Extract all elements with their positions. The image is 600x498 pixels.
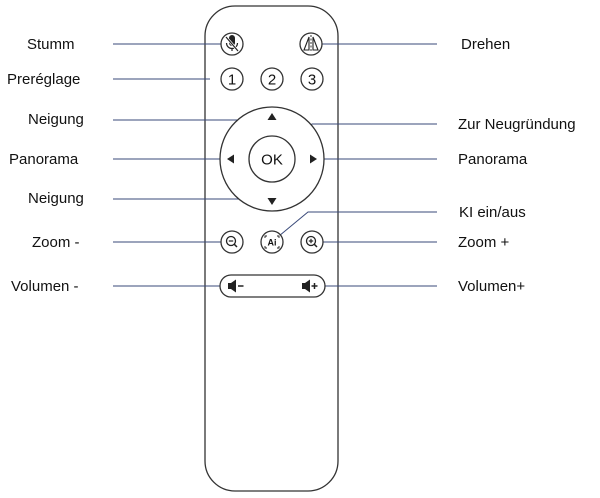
zoom-in-icon [305,235,318,248]
ai-label: Ai [268,238,277,248]
rotate-icon [303,35,319,52]
tilt-up-arrow[interactable] [267,113,277,120]
pan-right-arrow[interactable] [310,154,317,164]
label-volume-minus: Volumen - [11,278,79,295]
ok-button[interactable]: OK [248,135,296,183]
preset-1-label: 1 [228,72,236,89]
pan-left-arrow[interactable] [227,154,234,164]
ai-frame-icon [264,235,280,249]
label-reset: Zur Neugründung [458,116,576,133]
preset-3-label: 3 [308,72,316,89]
volume-up-button[interactable] [302,279,318,293]
zoom-out-icon [225,235,238,248]
label-pan-left: Panorama [9,151,79,168]
label-rotate: Drehen [461,36,510,53]
label-zoom-plus: Zoom + [458,234,510,251]
preset-button-1[interactable]: 1 [220,67,244,91]
mute-button[interactable] [220,32,244,56]
ai-button[interactable]: Ai [260,230,284,254]
label-stumm: Stumm [27,36,75,53]
label-pan-right: Panorama [458,151,528,168]
ok-label: OK [261,152,283,169]
preset-button-2[interactable]: 2 [260,67,284,91]
label-tilt-down: Neigung [28,190,84,207]
rotate-button[interactable] [299,32,323,56]
volume-up-icon [302,279,318,293]
preset-2-label: 2 [268,72,276,89]
volume-down-icon [228,279,244,293]
label-tilt-up: Neigung [28,111,84,128]
zoom-in-button[interactable] [300,230,324,254]
volume-rocker [219,274,326,298]
mute-icon [225,35,239,52]
zoom-out-button[interactable] [220,230,244,254]
label-ai-toggle: KI ein/aus [459,204,526,221]
volume-down-button[interactable] [228,279,244,293]
tilt-down-arrow[interactable] [267,198,277,205]
label-zoom-minus: Zoom - [32,234,80,251]
preset-button-3[interactable]: 3 [300,67,324,91]
navigation-pad: OK [219,106,325,212]
left-leader-lines [113,43,262,287]
label-volume-plus: Volumen+ [458,278,525,295]
label-preset: Preréglage [7,71,80,88]
